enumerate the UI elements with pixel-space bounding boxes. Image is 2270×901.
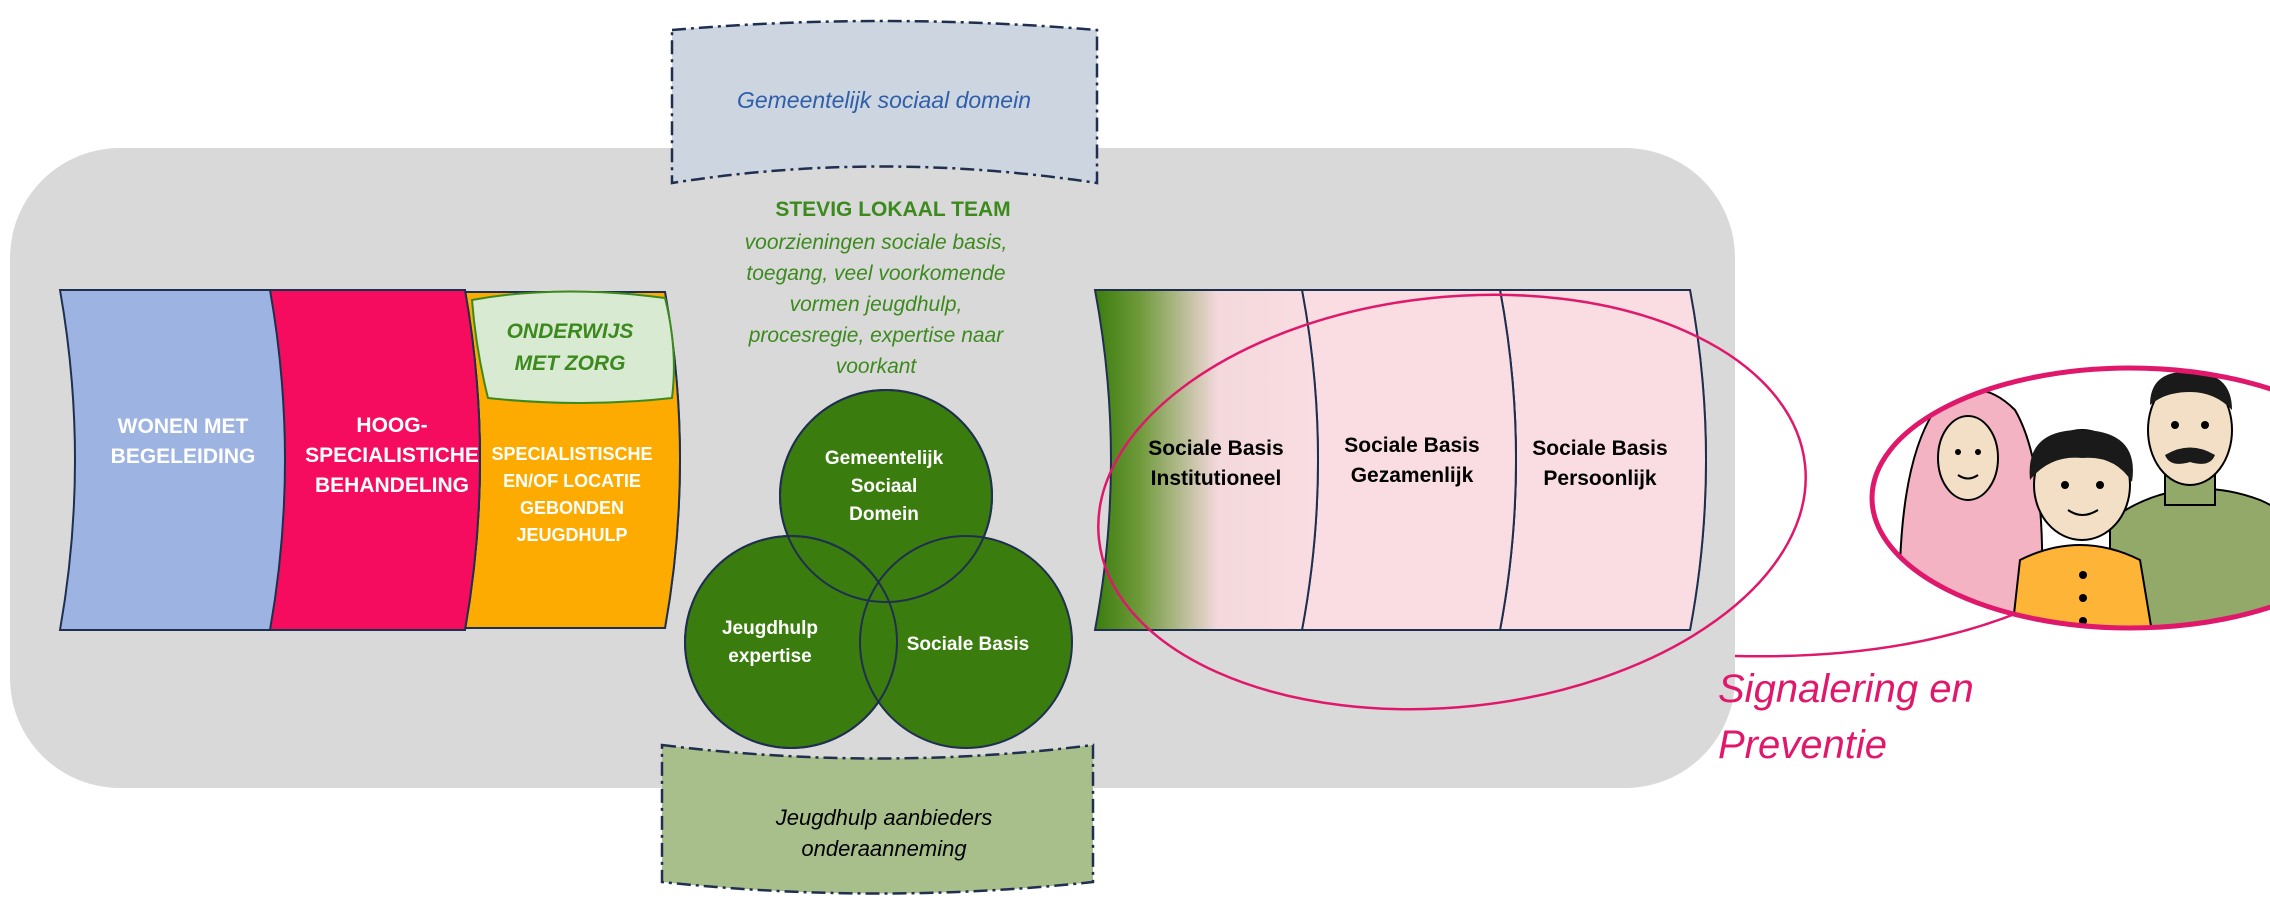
hoog-line-2: SPECIALISTICHE [305,444,479,467]
specialistisch-line-1: SPECIALISTISCHE [491,444,652,464]
gezamenlijk-line-2: Gezamenlijk [1351,464,1474,487]
signalering-line-1: Signalering en [1718,667,1974,711]
hoog-line-1: HOOG- [356,414,427,437]
scroll-gezamenlijk: Sociale Basis Gezamenlijk [1290,289,1517,631]
banner-bottom: Jeugdhulp aanbieders onderaanneming [660,743,1095,895]
team-line-1: voorzieningen sociale basis, [745,231,1008,254]
signalering-ellipse [1097,293,1807,711]
persoonlijk-line-1: Sociale Basis [1532,437,1667,460]
team-line-4: procesregie, expertise naar [748,324,1004,347]
box-onderwijs: ONDERWIJS MET ZORG [470,290,675,404]
institutioneel-line-1: Sociale Basis [1148,437,1283,460]
scroll-persoonlijk: Sociale Basis Persoonlijk [1488,289,1707,631]
person-man-icon [2109,371,2270,628]
wonen-line-1: WONEN MET [118,415,249,438]
onderwijs-line-1: ONDERWIJS [507,320,634,343]
hoog-line-3: BEHANDELING [315,474,469,497]
team-block: STEVIG LOKAAL TEAM voorzieningen sociale… [745,198,1011,378]
banner-top: Gemeentelijk sociaal domein [670,19,1099,185]
onderwijs-line-2: MET ZORG [515,352,626,375]
scroll-hoog: HOOG- SPECIALISTICHE BEHANDELING [253,289,481,631]
people-illustration [1869,365,2270,631]
scroll-institutioneel: Sociale Basis Institutioneel [1093,289,1319,631]
venn-top-line-2: Sociaal [851,476,918,497]
venn-diagram: Gemeentelijk Sociaal Domein Jeugdhulp ex… [684,389,1073,749]
people-ellipse [1869,365,2270,631]
venn-top-line-1: Gemeentelijk [825,448,944,469]
venn-right-line-1: Sociale Basis [907,634,1030,655]
persoonlijk-line-2: Persoonlijk [1543,467,1657,490]
signalering-line-2: Preventie [1718,723,1887,767]
banner-bottom-line1: Jeugdhulp aanbieders [775,805,993,830]
specialistisch-line-3: GEBONDEN [520,498,624,518]
wonen-line-2: BEGELEIDING [111,445,256,468]
team-title: STEVIG LOKAAL TEAM [775,198,1010,221]
team-line-5: voorkant [836,355,918,378]
banner-bottom-line2: onderaanneming [801,836,967,861]
specialistisch-line-4: JEUGDHULP [516,525,627,545]
team-line-2: toegang, veel voorkomende [746,262,1005,285]
banner-top-label: Gemeentelijk sociaal domein [737,87,1031,113]
team-line-3: vormen jeugdhulp, [790,293,963,316]
person-woman-icon [1898,389,2044,628]
venn-top-line-3: Domein [849,504,919,525]
venn-left-line-2: expertise [728,646,811,667]
specialistisch-line-2: EN/OF LOCATIE [503,471,641,491]
gezamenlijk-line-1: Sociale Basis [1344,434,1479,457]
venn-circle-right [859,535,1073,749]
scroll-wonen: WONEN MET BEGELEIDING [58,289,286,631]
institutioneel-line-2: Institutioneel [1151,467,1282,490]
venn-left-line-1: Jeugdhulp [722,618,818,639]
